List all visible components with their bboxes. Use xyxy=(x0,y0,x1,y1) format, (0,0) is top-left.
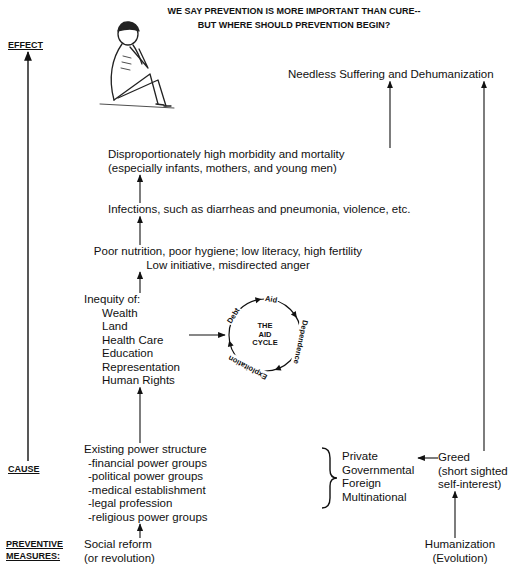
node-text: Greed xyxy=(438,451,512,465)
figure-leg xyxy=(114,74,158,104)
node-text: Private xyxy=(342,450,418,464)
cycle-arrowhead xyxy=(255,297,261,303)
figure-ribs xyxy=(121,56,131,70)
node-text: -religious power groups xyxy=(84,511,234,525)
text-node: Infections, such as diarrheas and pneumo… xyxy=(108,203,438,217)
figure-hair xyxy=(118,22,139,31)
text-node: Greed(short sighted self-interest) xyxy=(438,451,512,492)
text-node: Needless Suffering and Dehumanization xyxy=(288,68,512,82)
node-text: Social reform xyxy=(84,538,184,552)
text-node: PrivateGovernmentalForeignMultinational xyxy=(342,450,418,504)
node-text: Humanization xyxy=(420,538,500,552)
node-text: Existing power structure xyxy=(84,443,234,457)
arrow-connector xyxy=(139,524,140,538)
node-text: Needless Suffering and Dehumanization xyxy=(288,68,512,82)
cycle-step: Aid xyxy=(264,294,279,305)
node-text: -legal profession xyxy=(84,497,234,511)
node-text: (or revolution) xyxy=(84,552,184,566)
text-node: Social reform(or revolution) xyxy=(84,538,184,565)
arrow-connector xyxy=(454,492,455,539)
cycle-arrowhead xyxy=(291,311,297,318)
node-text: (Evolution) xyxy=(420,552,500,566)
diagram-title: WE SAY PREVENTION IS MORE IMPORTANT THAN… xyxy=(159,4,429,32)
arrow-connector xyxy=(483,82,484,452)
node-text: -medical establishment xyxy=(84,484,234,498)
text-node: Humanization(Evolution) xyxy=(420,538,500,565)
text-node: Poor nutrition, poor hygiene; low litera… xyxy=(88,245,368,272)
cycle-step: Dependence xyxy=(291,319,309,366)
text-node: Inequity of:WealthLandHealth CareEducati… xyxy=(84,293,189,388)
brace xyxy=(322,448,337,508)
axis-label: PREVENTIVE MEASURES: xyxy=(6,538,82,562)
child-figure xyxy=(100,22,174,108)
cycle-arrowhead xyxy=(275,365,282,371)
node-text: Representation xyxy=(84,361,189,375)
figure-back xyxy=(111,44,122,100)
arrow-connector xyxy=(139,272,140,293)
node-text: Poor nutrition, poor hygiene; low litera… xyxy=(88,245,368,272)
arrow-connector xyxy=(139,217,140,246)
figure-feet xyxy=(156,104,171,106)
node-text: Infections, such as diarrheas and pneumo… xyxy=(108,203,438,217)
node-text: Wealth xyxy=(84,307,189,321)
axis-label: CAUSE xyxy=(8,463,58,475)
node-text: Health Care xyxy=(84,334,189,348)
cycle-step: Debt xyxy=(226,306,243,326)
node-text: Foreign xyxy=(342,477,418,491)
figure-arm xyxy=(130,47,148,68)
figure-leg xyxy=(118,80,166,106)
cycle-circle: THE AID CYCLEAidDependenceExploitationDe… xyxy=(225,295,305,375)
node-text: Human Rights xyxy=(84,374,189,388)
arrow-connector xyxy=(139,388,140,444)
node-text: Inequity of: xyxy=(84,293,189,307)
node-text: -financial power groups xyxy=(84,457,234,471)
text-node: Existing power structure-financial power… xyxy=(84,443,234,524)
node-text: (short sighted self-interest) xyxy=(438,465,512,492)
node-text: -political power groups xyxy=(84,470,234,484)
node-text: Land xyxy=(84,320,189,334)
node-text: Multinational xyxy=(342,491,418,505)
text-node: Disproportionately high morbidity and mo… xyxy=(108,148,398,175)
node-text: Education xyxy=(84,347,189,361)
cycle-step: Exploitation xyxy=(226,352,270,381)
cycle-title: THE AID CYCLE xyxy=(251,322,279,348)
cycle-arrowhead xyxy=(228,340,234,347)
figure-chest xyxy=(133,45,142,64)
node-text: Disproportionately high morbidity and mo… xyxy=(108,148,368,175)
figure-ground xyxy=(100,104,174,108)
arrow-connector xyxy=(139,175,140,203)
arrow-connector xyxy=(389,82,390,149)
node-text: Governmental xyxy=(342,464,418,478)
cause-effect-arrow xyxy=(27,52,28,461)
axis-label: EFFECT xyxy=(8,39,58,51)
arrow-connector xyxy=(189,334,225,335)
arrow-connector xyxy=(418,457,438,458)
